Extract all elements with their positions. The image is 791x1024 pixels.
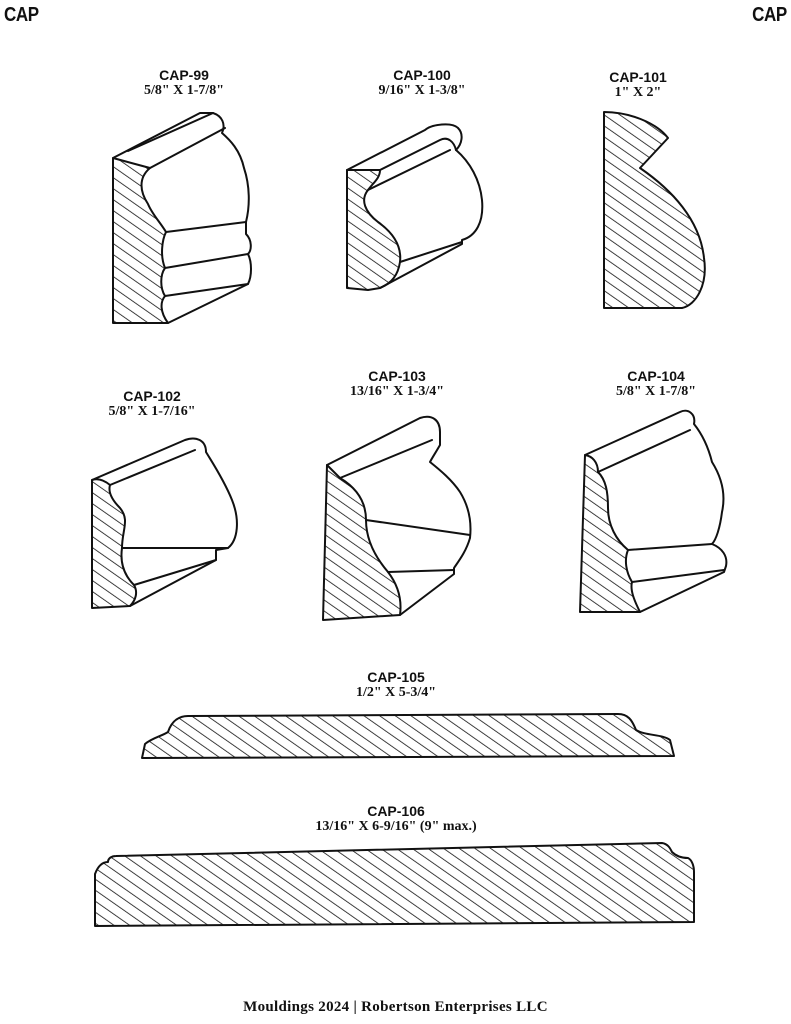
profile-code: CAP-100 [393,67,451,83]
profile-drawing-cap-105 [141,713,675,759]
profile-label-cap-106: CAP-106 13/16" X 6-9/16" (9" max.) [246,803,546,835]
profile-label-cap-102: CAP-102 5/8" X 1-7/16" [52,388,252,420]
page-footer: Mouldings 2024 | Robertson Enterprises L… [243,999,548,1015]
profile-label-cap-100: CAP-100 9/16" X 1-3/8" [322,67,522,99]
profile-drawing-cap-100 [346,123,484,291]
profile-label-cap-99: CAP-99 5/8" X 1-7/8" [84,67,284,99]
profile-code: CAP-105 [367,669,425,685]
profile-size: 13/16" X 1-3/4" [349,384,445,399]
profile-label-cap-105: CAP-105 1/2" X 5-3/4" [296,669,496,701]
profile-label-cap-103: CAP-103 13/16" X 1-3/4" [297,368,497,400]
profile-code: CAP-99 [159,67,209,83]
profile-size: 9/16" X 1-3/8" [378,83,466,98]
profile-drawing-cap-106 [94,842,695,927]
profile-label-cap-101: CAP-101 1" X 2" [538,69,738,101]
profile-size: 5/8" X 1-7/8" [143,83,225,98]
profile-drawing-cap-102 [91,437,238,609]
profile-code: CAP-101 [609,69,667,85]
profile-size: 1" X 2" [614,85,662,100]
profile-drawing-cap-99 [112,112,252,324]
section-tag-left: CAP [4,4,39,26]
profile-code: CAP-102 [123,388,181,404]
profile-code: CAP-104 [627,368,685,384]
profile-size: 5/8" X 1-7/16" [108,404,196,419]
profile-size: 13/16" X 6-9/16" (9" max.) [315,819,477,834]
profile-size: 1/2" X 5-3/4" [355,685,437,700]
profile-code: CAP-106 [367,803,425,819]
section-tag-right: CAP [752,4,787,26]
profile-drawing-cap-101 [603,111,706,309]
profile-code: CAP-103 [368,368,426,384]
profile-drawing-cap-104 [579,409,728,613]
profile-drawing-cap-103 [322,415,472,621]
profile-label-cap-104: CAP-104 5/8" X 1-7/8" [556,368,756,400]
profile-size: 5/8" X 1-7/8" [615,384,697,399]
